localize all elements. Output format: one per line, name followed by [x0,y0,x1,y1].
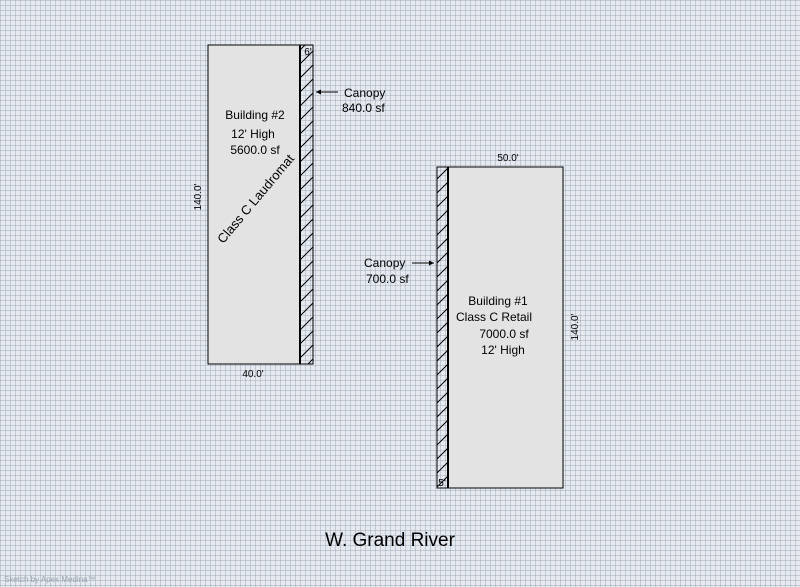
building1-canopy [436,166,449,489]
building2-footprint [207,44,301,365]
building1-footprint [447,166,564,489]
building1-use: Class C Retail [455,310,533,324]
building2-depth-dimension: 140.0' [193,183,204,211]
building1-canopy-width: 5' [438,478,446,489]
building2-canopy [299,44,314,365]
building2-canopy-leader [316,89,338,95]
building2-canopy-label: Canopy [344,86,386,100]
sketch-credit: Sketch by Apex Medina™ [4,575,96,584]
street-name: W. Grand River [325,530,455,551]
building2-canopy-area: 840.0 sf [342,101,385,115]
building1-width-dimension: 50.0' [497,153,519,164]
building2-name: Building #2 [225,108,285,122]
building1-name: Building #1 [468,294,528,308]
building1-canopy-label: Canopy [364,256,406,270]
building1-height: 12' High [481,343,525,357]
building1-canopy-area: 700.0 sf [366,272,409,286]
building1-canopy-leader [412,260,434,266]
building1-area: 7000.0 sf [479,327,529,341]
building2-width-dimension: 40.0' [242,369,264,380]
building2-height: 12' High [231,127,275,141]
building1-depth-dimension: 140.0' [570,313,581,341]
building2-canopy-width: 6' [304,47,312,58]
building2-area: 5600.0 sf [230,143,280,157]
